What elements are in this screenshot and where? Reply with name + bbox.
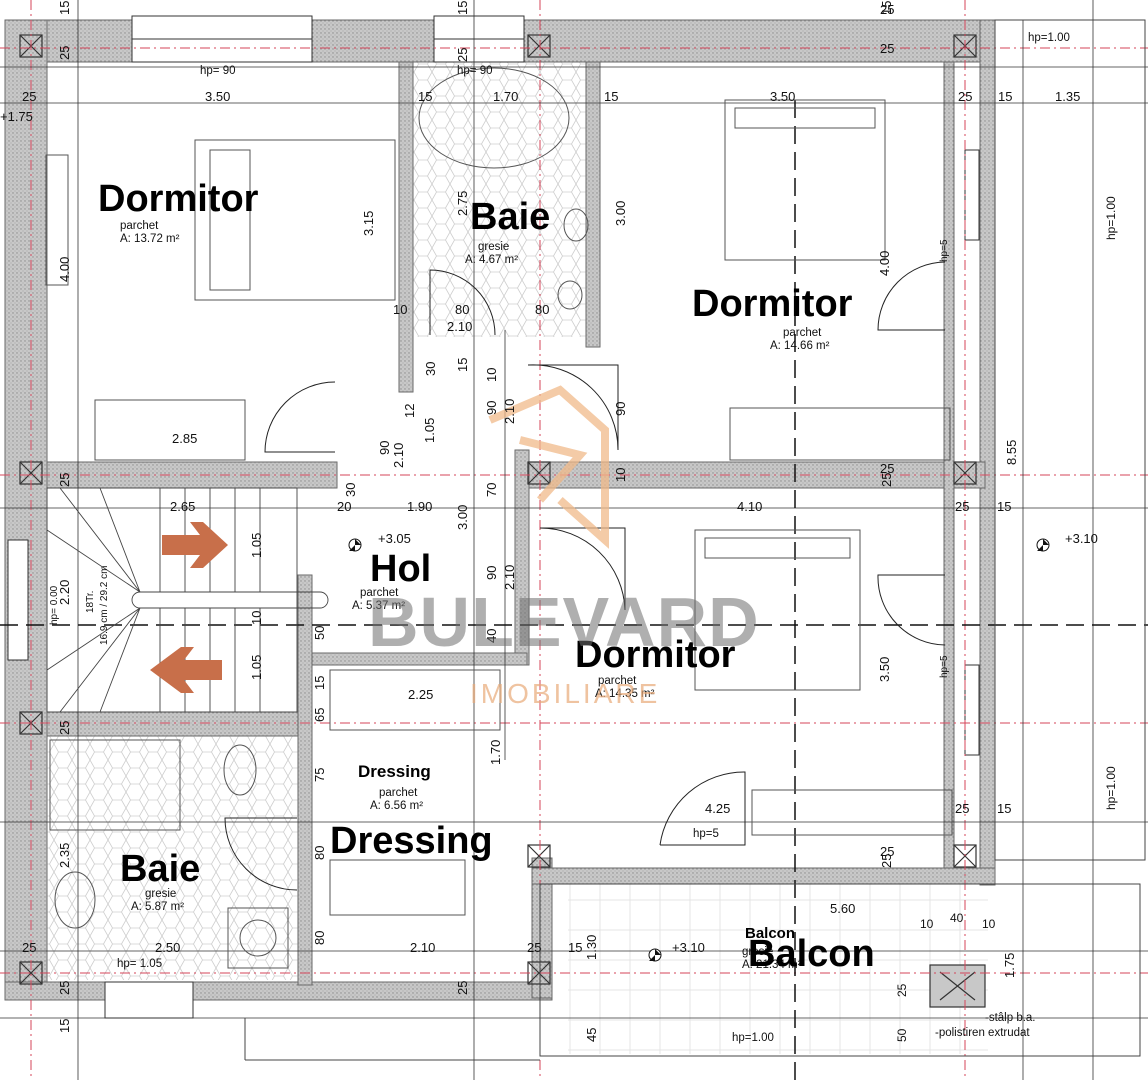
- windows: [7, 15, 980, 1019]
- arrow-right-icon: [162, 522, 228, 568]
- section-lines: [0, 100, 1148, 1080]
- bathroom-south-tiles: [47, 735, 299, 980]
- balcony-floor: [568, 884, 988, 1054]
- level-markers: [348, 538, 1050, 962]
- terrace-railing: [244, 19, 1146, 1061]
- furniture: [45, 67, 953, 969]
- doors: [224, 261, 946, 891]
- watermark-logo: [488, 385, 609, 549]
- bathroom-north-tiles: [413, 62, 593, 337]
- stair-direction-arrows: [150, 522, 228, 693]
- arrow-left-icon: [150, 647, 222, 693]
